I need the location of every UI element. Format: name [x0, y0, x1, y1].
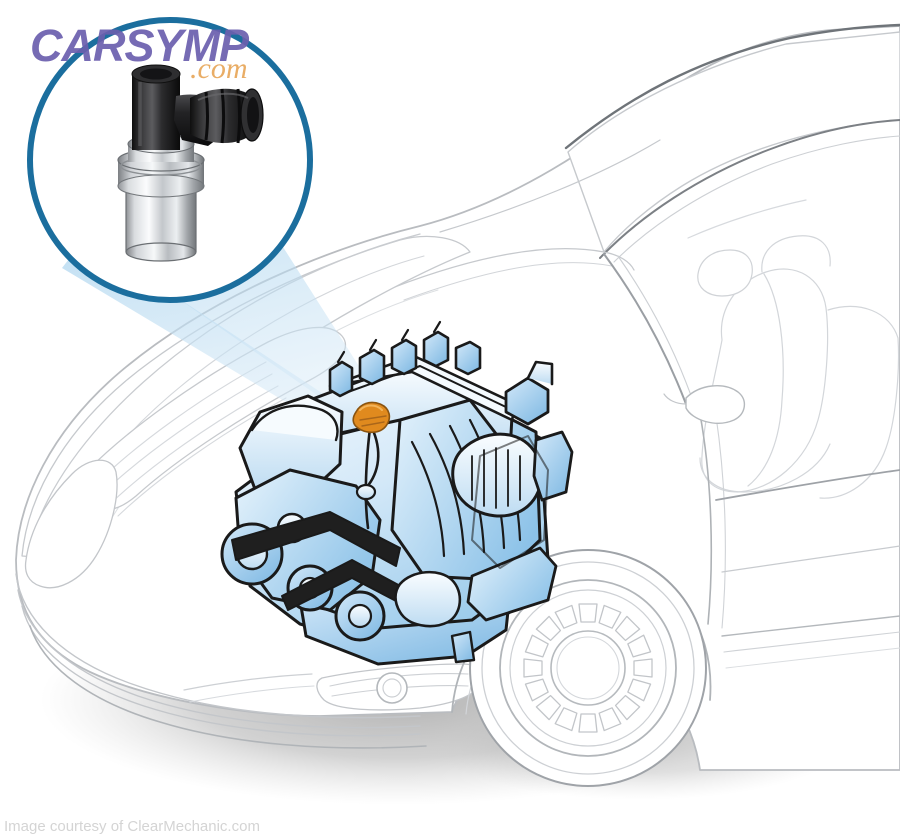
barb-rib-3 [236, 88, 241, 144]
side-lower-vent-2 [189, 685, 315, 703]
pcv-valve-callout-circle [27, 17, 313, 303]
side-lower-vent [183, 673, 313, 691]
starter-motor [394, 570, 462, 628]
alternator [451, 432, 543, 518]
bell-housing [471, 435, 549, 569]
coil-4 [422, 330, 450, 368]
pcv-base-barrel-outline [125, 182, 197, 252]
pcv-body-stem [132, 74, 180, 150]
windshield-inner-trim [613, 135, 900, 263]
coil-5 [454, 340, 482, 376]
pcv-flange-bottom [117, 174, 205, 198]
barb-highlight [197, 92, 249, 101]
ignition-coils [328, 330, 482, 398]
barb-rib-2 [220, 88, 225, 144]
image-credit-caption: Image courtesy of ClearMechanic.com [4, 818, 260, 835]
windshield-trim [599, 119, 900, 259]
dipstick-tube [364, 426, 372, 530]
hood-edge [439, 139, 661, 233]
seat-front [701, 268, 829, 493]
interior-seats [699, 235, 900, 499]
front-grille [24, 459, 118, 589]
door-shutline [715, 415, 726, 629]
front-fender-line [699, 413, 713, 625]
coil-connectors [336, 320, 442, 364]
a-pillar [603, 253, 687, 405]
front-bumper [15, 573, 421, 737]
fog-light-lens [382, 678, 402, 698]
seat-rear [819, 305, 900, 499]
rearview-mirror [697, 249, 753, 297]
pcv-base-bottom [125, 242, 197, 262]
callout-circle-ring [27, 17, 313, 303]
rocker-panel-1 [721, 615, 900, 637]
seat-base [699, 443, 831, 493]
pcv-hose-grommet [355, 483, 377, 501]
side-mirror [685, 385, 745, 424]
ac-compressor-pulley-inner [347, 603, 373, 629]
engine-assembly [220, 320, 574, 666]
pcv-hose-barb [190, 88, 264, 144]
coil-1 [328, 360, 354, 398]
right-bracket [532, 430, 574, 502]
throttle-body-inlet [526, 360, 554, 386]
rocker-panel-2 [723, 631, 900, 653]
serpentine-belt [231, 511, 401, 567]
pcv-body-top-inner [140, 68, 172, 80]
cowl-panel-2 [403, 262, 613, 301]
barb-rib-1 [204, 91, 209, 141]
barb-bore [247, 97, 259, 133]
coil-2 [358, 348, 386, 386]
wheel-hub-inner [556, 636, 620, 700]
side-mirror-arm [663, 393, 687, 405]
alternator-vents [471, 447, 521, 509]
cowl-panel [391, 247, 635, 289]
pcv-hose [364, 426, 380, 490]
bumper-lower-edge [29, 625, 427, 749]
roof-line [564, 23, 900, 150]
a-pillar-inner [617, 255, 695, 405]
rocker-panel-3 [725, 647, 900, 669]
air-intake-box-top [250, 404, 339, 442]
headrest [761, 235, 831, 273]
exhaust-manifold [466, 546, 558, 622]
seat-front-back [747, 273, 784, 487]
wheel-spoke-holes [523, 603, 653, 733]
body-side-crease-1 [715, 469, 900, 501]
pcv-base-barrel [126, 182, 196, 252]
engine-mount [450, 630, 476, 664]
pcv-valve-highlight [352, 401, 391, 434]
coil-3 [390, 338, 418, 376]
sun-visor [687, 199, 807, 239]
body-side-crease-2 [721, 545, 900, 573]
